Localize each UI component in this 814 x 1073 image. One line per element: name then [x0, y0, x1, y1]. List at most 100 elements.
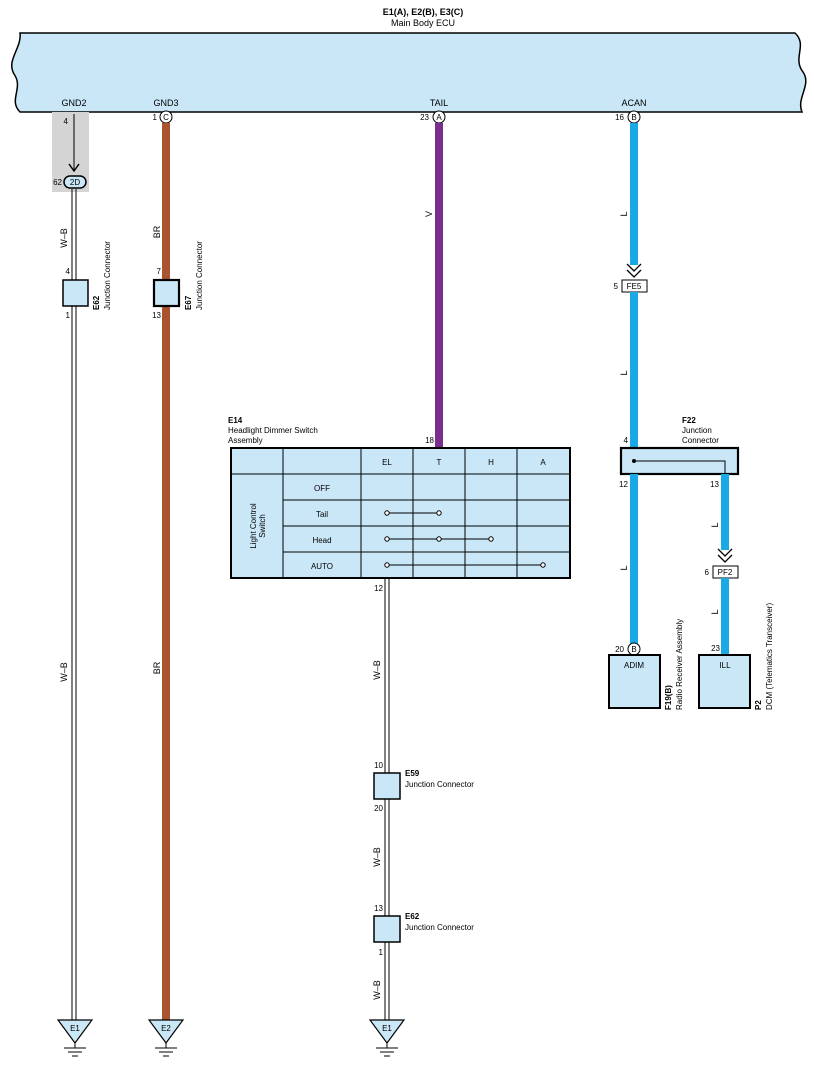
acan-pin: 16: [615, 113, 624, 122]
splice-2d: [63, 175, 87, 189]
e59-pin-in: 10: [374, 761, 383, 770]
splice-2d-label: 2D: [70, 178, 80, 187]
p2-component: [698, 654, 751, 709]
e62-bottom-id: E62: [405, 912, 420, 921]
e14-pin-in: 18: [425, 436, 434, 445]
e67-connector: [152, 278, 181, 308]
splice-2d-pin: 62: [53, 178, 62, 187]
e14-tail-connection: [384, 510, 442, 516]
e14-row-head: Head: [312, 536, 331, 545]
gnd2-arrow-icon: [68, 163, 80, 173]
acan-connector-letter: B: [631, 113, 636, 122]
e14-side-label-2: Switch: [258, 514, 267, 538]
f22-pin-out-2: 13: [710, 480, 719, 489]
ground-e1-left-label: E1: [70, 1024, 80, 1033]
e14-col-a: A: [540, 458, 546, 467]
wb-wire-1-label-mid: W–B: [59, 662, 69, 682]
wb-wire-1-label-top: W–B: [59, 228, 69, 248]
p2-name: DCM (Telematics Transceiver): [765, 603, 774, 710]
e59-name: Junction Connector: [405, 780, 474, 789]
l-wire-3: [630, 474, 638, 644]
l-wire-3-label: L: [619, 565, 629, 570]
ground-e1-left: [56, 1019, 94, 1045]
e14-pin-out: 12: [374, 584, 383, 593]
e62-top-id: E62: [92, 295, 101, 310]
e14-head-connection: [384, 536, 494, 542]
wb-wire-3-label-2: W–B: [372, 847, 382, 867]
e14-row-off: OFF: [314, 484, 330, 493]
ground-e1-right: [368, 1019, 406, 1045]
l-wire-4: [721, 474, 729, 550]
f22-id: F22: [682, 416, 696, 425]
f22-name-1: Junction: [682, 426, 712, 435]
l-wire-5-label: L: [710, 609, 720, 614]
e62-bottom-name: Junction Connector: [405, 923, 474, 932]
ecu-subtitle: Main Body ECU: [391, 18, 455, 28]
l-wire-1: [630, 123, 638, 265]
l-wire-4-label: L: [710, 522, 720, 527]
l-wire-1-label: L: [619, 211, 629, 216]
ecu-title: E1(A), E2(B), E3(C): [383, 7, 464, 17]
fe5-arrow-icon: [626, 263, 642, 278]
l-wire-2-label: L: [619, 370, 629, 375]
gnd3-pin: 1: [153, 113, 158, 122]
v-wire: [435, 123, 443, 448]
ecu-body: [11, 32, 807, 113]
tail-connector-letter: A: [436, 113, 442, 122]
pf2-pin: 6: [705, 568, 710, 577]
e62-bottom-connector: [373, 915, 401, 943]
f19-component: [608, 654, 661, 709]
gnd2-label: GND2: [61, 98, 86, 108]
pf2-arrow-icon: [717, 548, 733, 563]
f19-id: F19(B): [664, 685, 673, 710]
gnd3-label: GND3: [153, 98, 178, 108]
gnd3-connector-letter: C: [163, 113, 169, 122]
gnd2-pin: 4: [64, 117, 69, 126]
e14-row-tail: Tail: [316, 510, 328, 519]
e59-pin-out: 20: [374, 804, 383, 813]
fe5-label: FE5: [627, 282, 642, 291]
e62-top-connector: [62, 279, 89, 307]
e67-name: Junction Connector: [195, 241, 204, 310]
br-wire-label-mid: BR: [152, 661, 162, 674]
e14-name-1: Headlight Dimmer Switch: [228, 426, 318, 435]
fe5-pin: 5: [614, 282, 619, 291]
f19-pin: 20: [615, 645, 624, 654]
l-wire-5: [721, 578, 729, 654]
br-wire-label-top: BR: [152, 225, 162, 238]
f19-name: Radio Receiver Assembly: [675, 619, 684, 710]
e14-auto-connection: [384, 562, 546, 568]
e14-side-label-1: Light Control: [249, 503, 258, 549]
acan-label: ACAN: [621, 98, 646, 108]
br-wire: [162, 123, 170, 1022]
pf2-label: PF2: [718, 568, 733, 577]
e14-row-auto: AUTO: [311, 562, 333, 571]
ground-e1-right-label: E1: [382, 1024, 392, 1033]
p2-terminal: ILL: [719, 661, 731, 670]
f22-name-2: Connector: [682, 436, 719, 445]
e62-top-pin-in: 4: [66, 267, 71, 276]
f19-terminal: ADIM: [624, 661, 644, 670]
e62-bottom-pin-out: 1: [379, 948, 384, 957]
e14-id: E14: [228, 416, 243, 425]
e14-col-t: T: [437, 458, 442, 467]
e67-id: E67: [184, 295, 193, 310]
f22-pin-out-1: 12: [619, 480, 628, 489]
f22-node: [632, 459, 636, 463]
tail-pin: 23: [420, 113, 429, 122]
e62-bottom-pin-in: 13: [374, 904, 383, 913]
f22-internal-link: [634, 460, 726, 474]
p2-id: P2: [754, 700, 763, 710]
e14-col-el: EL: [382, 458, 392, 467]
tail-label: TAIL: [430, 98, 448, 108]
ground-e2: [147, 1019, 185, 1045]
p2-pin: 23: [711, 644, 720, 653]
e62-top-pin-out: 1: [66, 311, 71, 320]
e67-pin-out: 13: [152, 311, 161, 320]
v-wire-label: V: [424, 211, 434, 217]
wb-wire-3-label-3: W–B: [372, 980, 382, 1000]
l-wire-2: [630, 292, 638, 448]
ground-e2-label: E2: [161, 1024, 171, 1033]
e59-connector: [373, 772, 401, 800]
